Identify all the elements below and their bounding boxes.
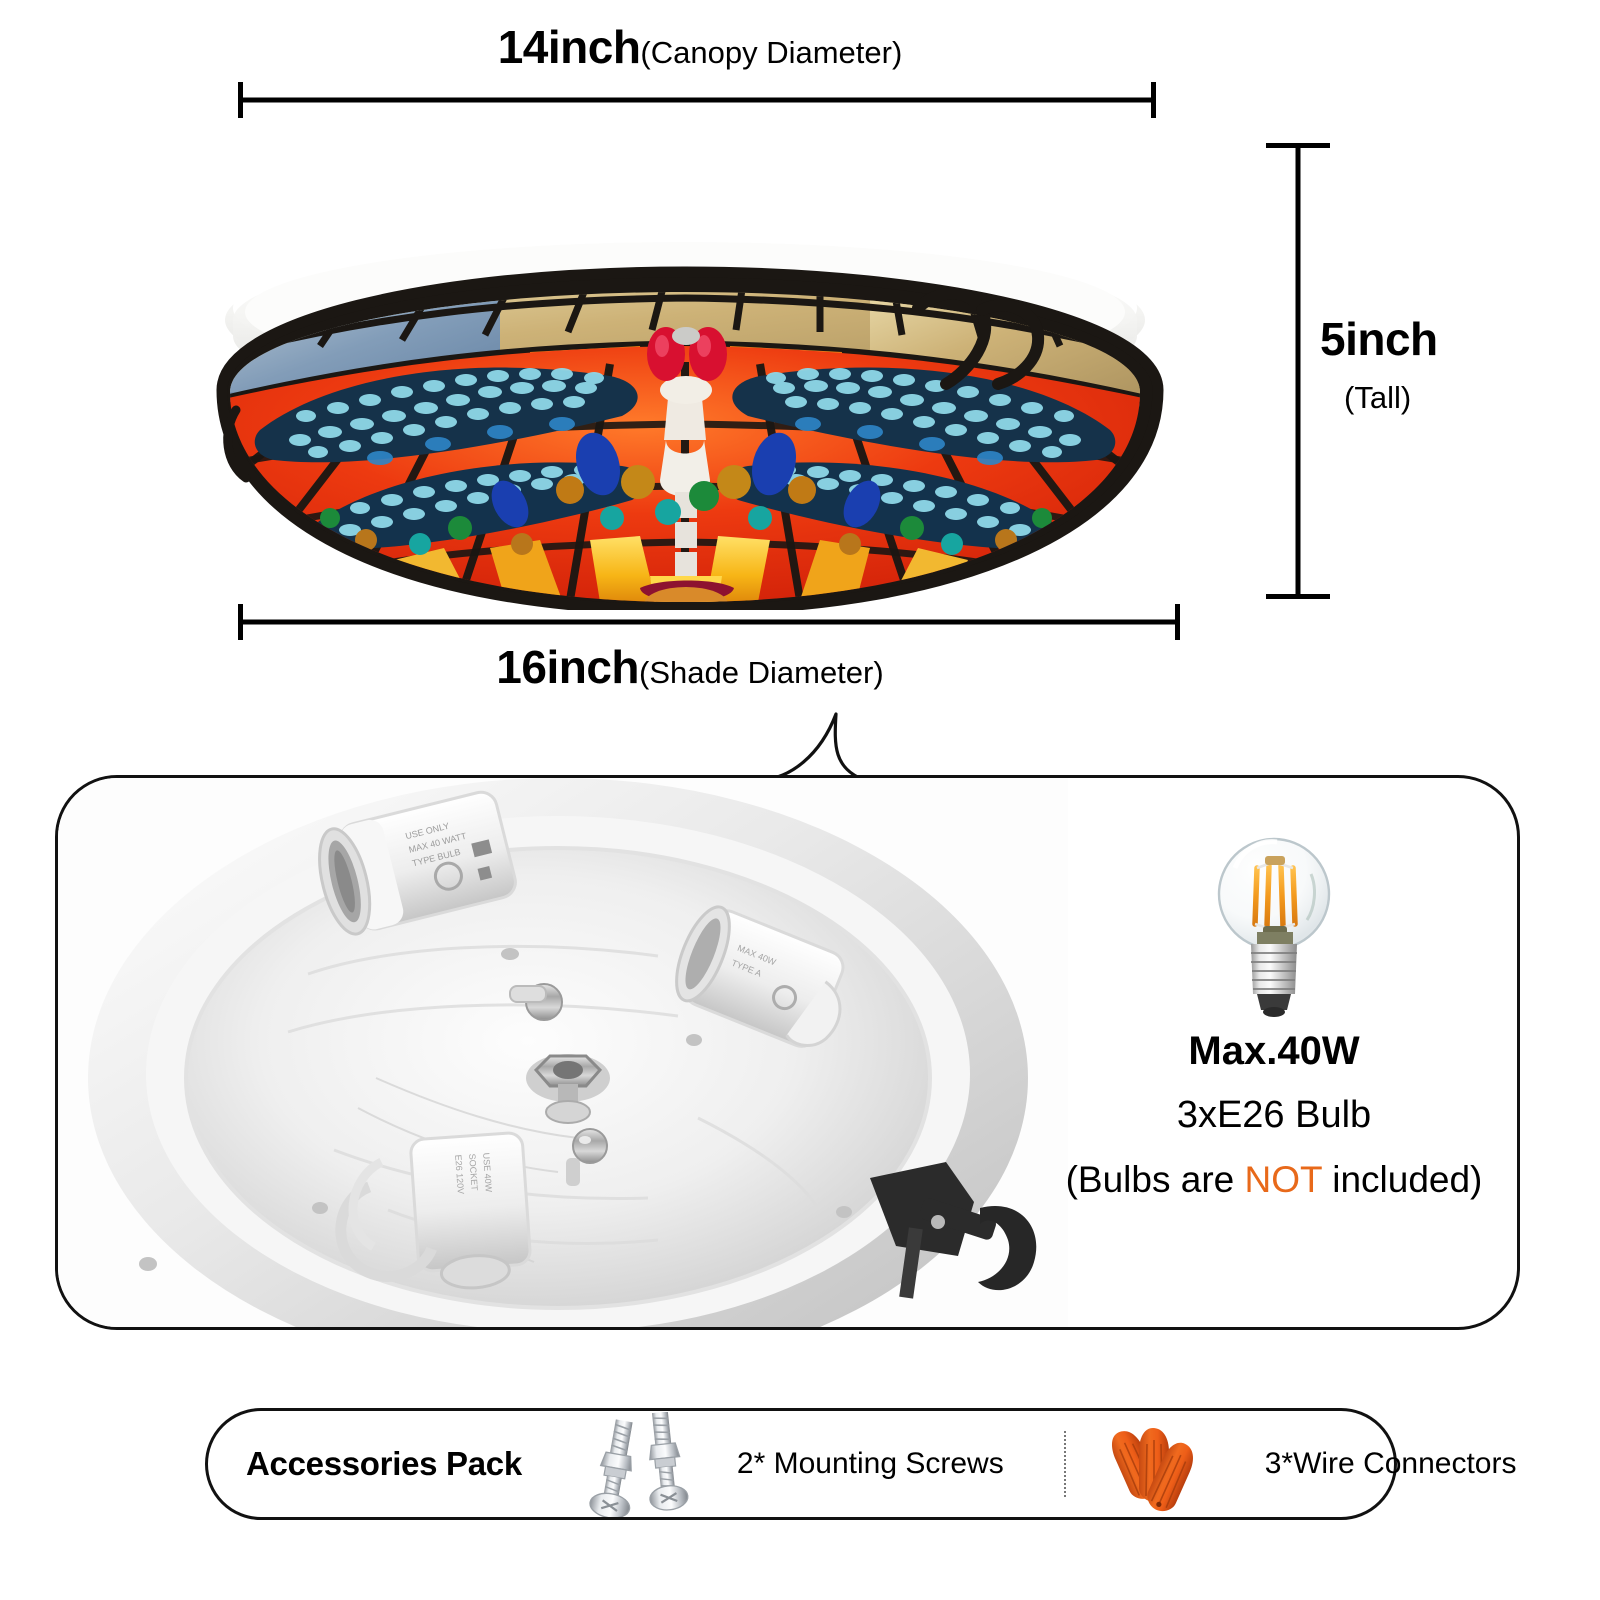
dimension-endcap-left [238,604,243,640]
height-dimension-line [1266,143,1330,599]
glass-jewels [320,432,1052,555]
fixture-detail-panel: USE ONLY MAX 40 WATT TYPE BULB [55,775,1520,1330]
socket-type-label: 3xE26 Bulb [1176,1094,1372,1136]
mounting-bracket [870,1162,1037,1299]
dimension-endcap-right [1175,604,1180,640]
dimension-endcap-left [238,82,243,118]
bulbs-not-included-note: (Bulbs are NOT included) [1066,1159,1483,1201]
shade-dimension-note: (Shade Diameter) [639,655,884,690]
stained-glass-shade [216,266,1164,616]
svg-text:SOCKET: SOCKET [467,1153,480,1191]
max-wattage-label: Max.40W [1188,1029,1360,1073]
canopy-dimension-label: 14inch(Canopy Diameter) [0,20,1400,74]
dimension-bar [238,619,1180,625]
mounting-screws-icon [578,1410,713,1519]
lamp-socket-1: USE ONLY MAX 40 WATT TYPE BULB [318,790,517,936]
dimension-bar [238,97,1156,103]
accessory-item-screws: 2* Mounting Screws [556,1410,1004,1519]
accessory-label-screws: 2* Mounting Screws [736,1447,1004,1480]
canopy-dimension-note: (Canopy Diameter) [640,35,903,70]
canopy-dimension-line [238,82,1156,118]
dragonfly-body [647,327,727,576]
canopy-dimension-value: 14inch [497,21,641,73]
dimension-bar [1295,143,1301,599]
svg-text:E26 120V: E26 120V [453,1154,466,1194]
accessories-pack-bar: Accessories Pack [205,1408,1516,1520]
lamp-socket-2: MAX 40W TYPE A [675,905,845,1048]
led-filament-globe-bulb-icon [1199,826,1349,1021]
svg-text:USE 40W: USE 40W [481,1152,494,1193]
height-dimension-value: 5inch [1320,313,1438,365]
lamp-socket-3: USE 40W SOCKET E26 120V [335,1131,532,1290]
shade-dimension-line [238,604,1180,640]
disclaimer-prefix: (Bulbs are [1065,1159,1245,1200]
shade-dimension-value: 16inch [496,641,640,693]
dimension-endcap-top [1266,143,1330,148]
wire-connectors-icon [1088,1412,1223,1517]
divider [1063,1431,1066,1497]
center-mounting-stud [526,1054,610,1124]
disclaimer-suffix: included) [1321,1159,1483,1200]
callout-tail [760,712,870,782]
side-clip [223,405,251,483]
dimension-endcap-right [1151,82,1156,118]
dimension-endcap-bottom [1266,594,1330,599]
accessories-pack-title: Accessories Pack [246,1445,522,1482]
height-dimension-note: (Tall) [1344,380,1412,415]
height-dimension-label: 5inch (Tall) [1320,312,1590,416]
bulb-spec-block: Max.40W 3xE26 Bulb (Bulbs are NOT includ… [1059,826,1489,1286]
disclaimer-highlight: NOT [1244,1159,1322,1200]
shade-dimension-label: 16inch(Shade Diameter) [0,640,1380,694]
ceiling-light-product-image [170,140,1200,616]
accessory-label-connectors: 3*Wire Connectors [1264,1447,1517,1480]
mount-knobs [509,983,608,1186]
mounting-hook [912,287,1045,390]
accessory-item-connectors: 3*Wire Connectors [1066,1412,1517,1517]
fixture-interior-sockets-photo: USE ONLY MAX 40 WATT TYPE BULB [58,778,1068,1327]
